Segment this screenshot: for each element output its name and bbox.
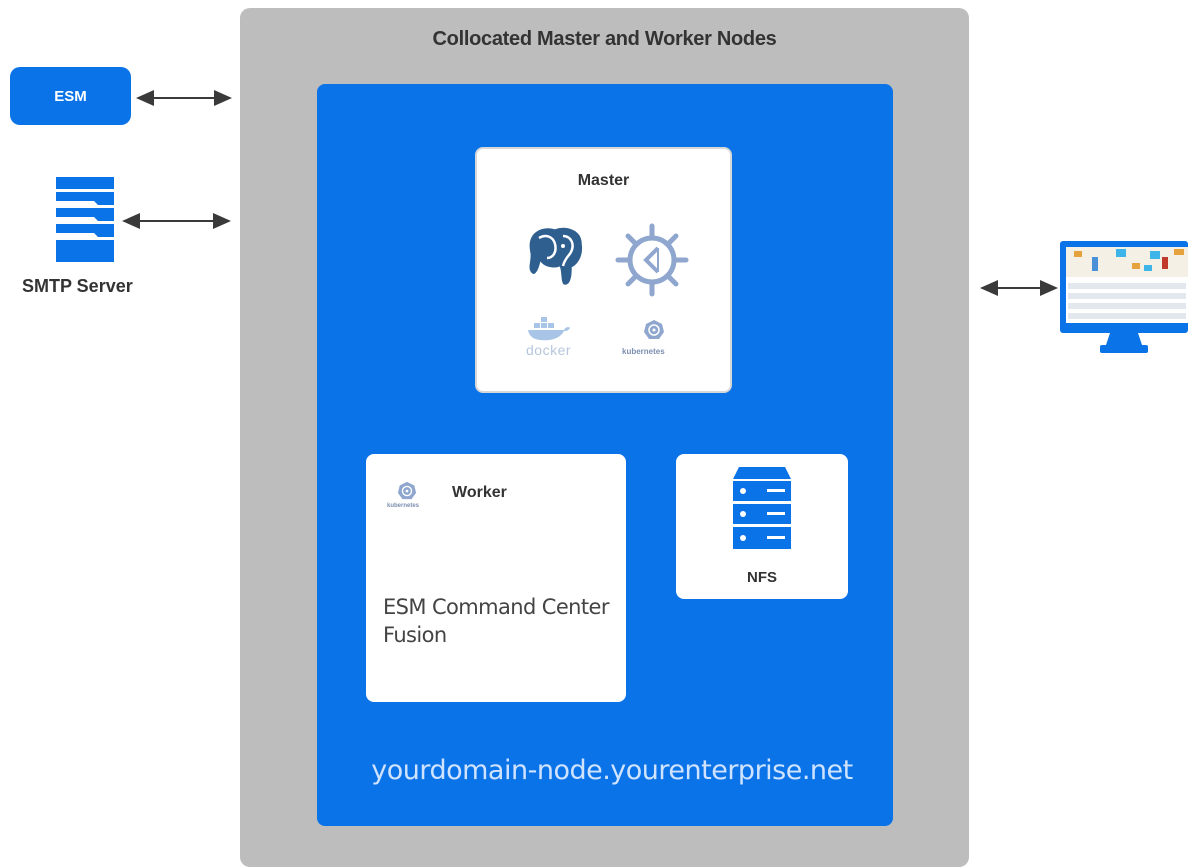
monitor-icon (1060, 241, 1188, 353)
worker-kubernetes-text: kubernetes (387, 503, 420, 509)
master-node-title: Master (577, 172, 630, 189)
smtp-server-icon (56, 177, 114, 262)
docker-text: docker (526, 342, 572, 358)
docker-icon (528, 317, 570, 341)
domain-name: yourdomain-node.yourenterprise.net (371, 755, 853, 786)
kubernetes-control-icon (615, 223, 689, 297)
kubernetes-text: kubernetes (622, 347, 665, 356)
postgresql-icon (527, 225, 585, 288)
collocated-nodes-title: Collocated Master and Worker Nodes (432, 28, 777, 50)
kubernetes-icon (397, 481, 417, 500)
server-rack-icon (733, 467, 791, 549)
esm-label: ESM (54, 87, 87, 105)
smtp-server-label: SMTP Server (22, 276, 133, 296)
nfs-label: NFS (747, 569, 777, 586)
kubernetes-icon (644, 320, 664, 339)
master-node-card (475, 147, 732, 393)
worker-node-title: Worker (452, 484, 507, 501)
esm-box: ESM (10, 67, 131, 125)
worker-description: ESM Command Center Fusion (383, 595, 609, 647)
